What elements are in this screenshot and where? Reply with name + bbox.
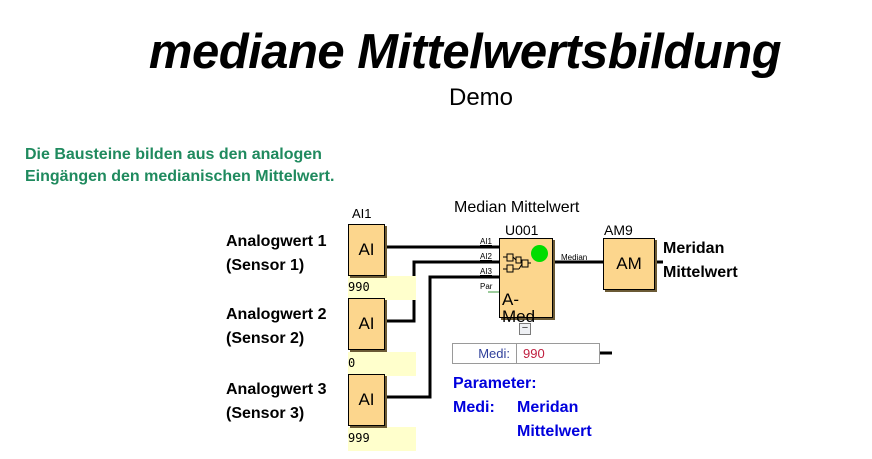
parameter-note-value-line-1: Meridan <box>517 399 579 416</box>
input-2-block-text: AI <box>358 314 375 333</box>
parameter-note-key: Medi: <box>453 399 495 416</box>
output-block-text: AM <box>616 254 642 273</box>
median-function-icon <box>503 253 531 273</box>
input-1-block-text: AI <box>358 240 375 259</box>
output-label-line-1: Meridan <box>663 240 725 257</box>
output-label-line-2: Mittelwert <box>663 264 738 281</box>
status-indicator <box>531 245 548 262</box>
input-2-value: 0 <box>348 352 416 376</box>
input-1-label-line-1: Analogwert 1 <box>226 233 327 250</box>
collapse-button[interactable]: − <box>519 323 531 335</box>
pin-median-out: Median <box>561 253 588 262</box>
input-3-label-line-2: (Sensor 3) <box>226 405 305 422</box>
output-block-name: AM9 <box>604 222 633 238</box>
description-line-2: Eingängen den medianischen Mittelwert. <box>25 168 335 185</box>
input-1-label-line-2: (Sensor 1) <box>226 257 305 274</box>
page-title: mediane Mittelwertsbildung <box>148 25 782 79</box>
input-2-ai-block[interactable]: AI <box>348 298 385 350</box>
output-am-block[interactable]: AM <box>603 238 655 290</box>
parameter-box[interactable]: Medi: 990 <box>452 343 600 364</box>
parameter-note-heading: Parameter: <box>453 375 537 392</box>
input-1-value: 990 <box>348 276 416 300</box>
parameter-key: Medi: <box>453 344 517 363</box>
input-3-value: 999 <box>348 427 416 451</box>
input-2-label-line-2: (Sensor 2) <box>226 330 305 347</box>
input-1-block-name: AI1 <box>352 206 372 221</box>
pin-ai2: AI2 <box>480 252 493 261</box>
input-3-ai-block[interactable]: AI <box>348 374 385 426</box>
wire-ai3 <box>385 275 500 399</box>
pin-ai1: AI1 <box>480 237 493 246</box>
pin-ai3: AI3 <box>480 267 493 276</box>
parameter-value: 990 <box>523 346 545 361</box>
input-3-label-line-1: Analogwert 3 <box>226 381 327 398</box>
parameter-note-value-line-2: Mittelwert <box>517 423 592 440</box>
description-line-1: Die Bausteine bilden aus den analogen <box>25 146 322 163</box>
input-2-label-line-1: Analogwert 2 <box>226 306 327 323</box>
median-block-text: A-Med <box>502 290 536 326</box>
median-caption: Median Mittelwert <box>454 199 580 216</box>
input-1-ai-block[interactable]: AI <box>348 224 385 276</box>
input-3-block-text: AI <box>358 390 375 409</box>
median-block-name: U001 <box>505 222 539 238</box>
pin-par: Par <box>480 282 493 291</box>
page-subtitle: Demo <box>448 84 514 111</box>
median-block[interactable]: A-Med <box>499 238 553 325</box>
